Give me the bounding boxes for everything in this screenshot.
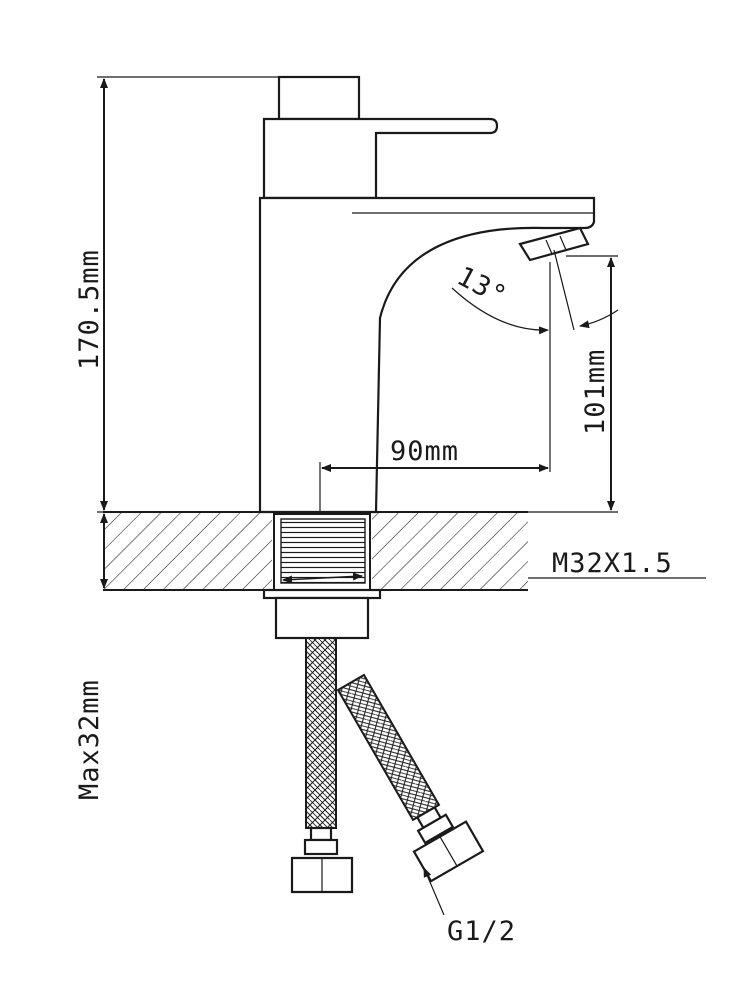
angle-label: 13° <box>452 261 512 313</box>
angle-dimension: 13° <box>451 249 619 335</box>
faucet-body <box>258 75 596 514</box>
hose-connection-callout: G1/2 <box>423 867 516 947</box>
mounting-nut <box>262 588 382 640</box>
spout-reach-label: 90mm <box>390 436 459 467</box>
spout-height-dimension: 101mm <box>376 255 618 513</box>
overall-height-label: 170.5mm <box>74 249 105 370</box>
hose-connection-label: G1/2 <box>447 916 516 947</box>
spout-reach-dimension: 90mm <box>319 262 551 512</box>
overall-height-dimension: 170.5mm <box>74 76 279 513</box>
thickness-dimension: Max32mm <box>74 513 108 800</box>
aerator <box>518 226 590 262</box>
threaded-shank <box>273 513 371 591</box>
spout-height-label: 101mm <box>580 349 611 435</box>
max-thickness-label: Max32mm <box>74 679 105 800</box>
supply-hose-left <box>290 637 354 894</box>
thread-label: M32X1.5 <box>552 548 673 579</box>
thread-callout: M32X1.5 <box>528 548 706 579</box>
supply-hose-right <box>336 673 485 883</box>
